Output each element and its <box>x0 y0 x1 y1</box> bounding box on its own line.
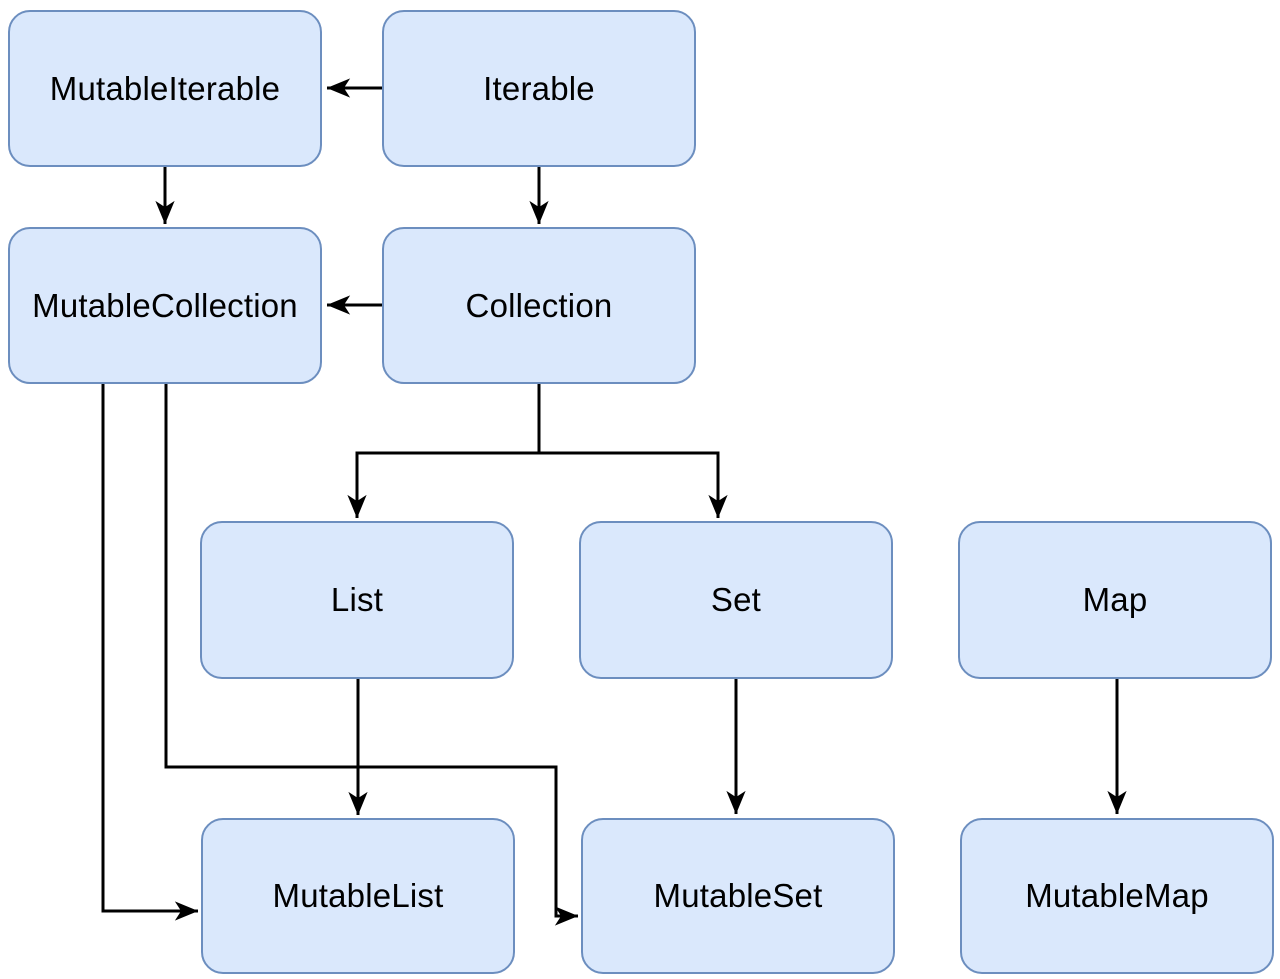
node-map: Map <box>958 521 1272 679</box>
node-mutable-set: MutableSet <box>581 818 895 974</box>
node-mutable-iterable: MutableIterable <box>8 10 322 167</box>
node-mutable-map: MutableMap <box>960 818 1274 974</box>
node-label: MutableMap <box>1025 877 1209 914</box>
edge-mutablecollection-to-mutablelist <box>101 384 199 921</box>
node-label: MutableSet <box>653 877 823 914</box>
node-label: MutableCollection <box>32 286 298 324</box>
node-label: List <box>330 581 384 618</box>
node-mutable-collection: MutableCollection <box>8 227 322 384</box>
node-iterable: Iterable <box>382 10 696 167</box>
edge-collection-to-set <box>537 384 728 519</box>
node-collection: Collection <box>382 227 696 384</box>
node-mutable-list: MutableList <box>201 818 515 974</box>
node-label: MutableList <box>272 877 444 914</box>
node-label: MutableIterable <box>49 69 281 107</box>
node-list: List <box>200 521 514 679</box>
node-set: Set <box>579 521 893 679</box>
node-label: Set <box>710 581 762 618</box>
node-label: Map <box>1082 581 1148 618</box>
node-label: Collection <box>465 286 613 324</box>
node-label: Iterable <box>483 69 595 107</box>
edge-collection-to-list <box>347 384 541 519</box>
